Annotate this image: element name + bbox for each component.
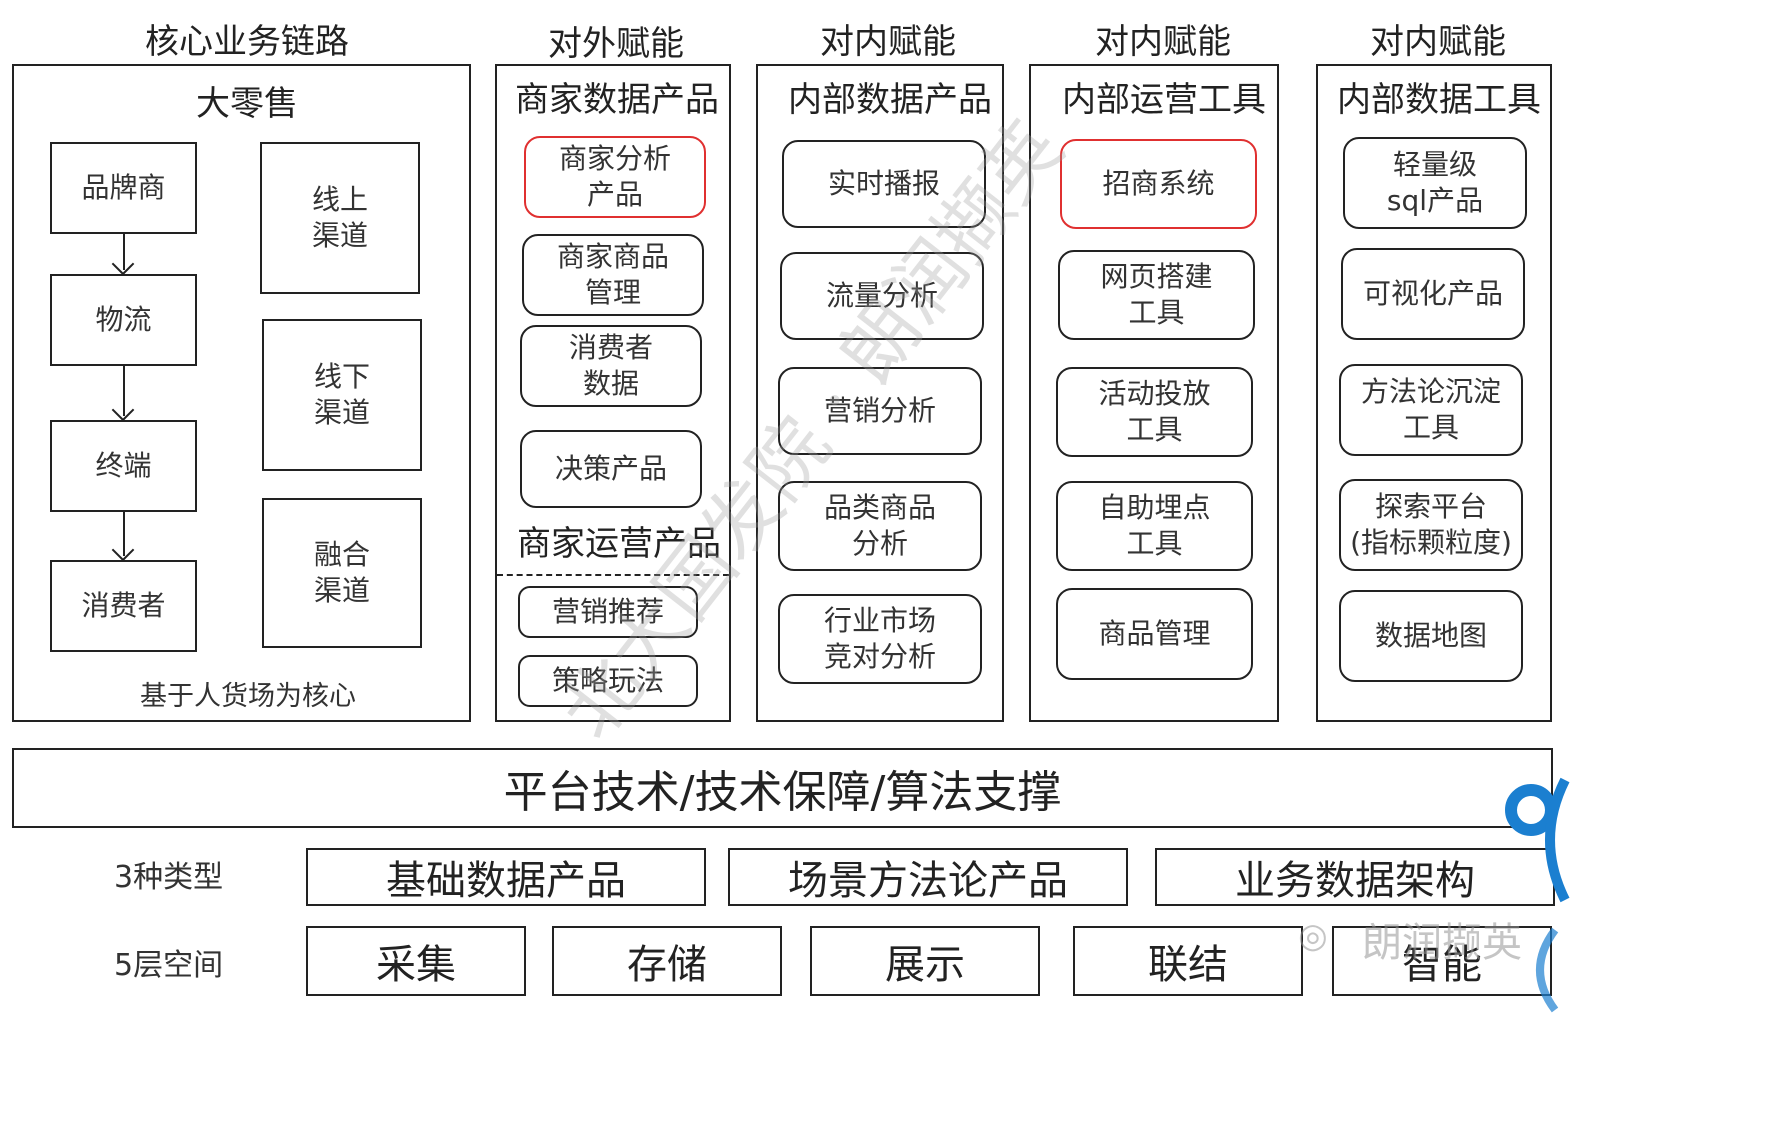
- tools-data-map: 数据地图: [1339, 590, 1523, 682]
- retail-caption: 基于人货场为核心: [140, 681, 356, 712]
- wechat-icon: ◎: [1298, 916, 1328, 956]
- merchant-consumer-data: 消费者 数据: [520, 325, 702, 407]
- type-basic-data-product: 基础数据产品: [306, 848, 706, 906]
- ops-tracking-tool: 自助埋点 工具: [1056, 481, 1253, 571]
- retail-title: 大零售: [196, 84, 298, 124]
- type-scenario-methodology-product: 场景方法论产品: [728, 848, 1128, 906]
- layer-display: 展示: [810, 926, 1040, 996]
- layer-intelligence: 智能: [1332, 926, 1552, 996]
- layer-store: 存储: [552, 926, 782, 996]
- chain-logistics: 物流: [50, 274, 197, 366]
- ops-webpage-builder: 网页搭建 工具: [1058, 250, 1255, 340]
- internal-industry-analysis: 行业市场 竞对分析: [778, 594, 982, 684]
- ops-campaign-tool: 活动投放 工具: [1056, 367, 1253, 457]
- header-internal-enablement-3: 对内赋能: [1370, 22, 1506, 62]
- types-label: 3种类型: [114, 860, 224, 895]
- internal-data-title: 内部数据产品: [788, 80, 992, 120]
- merchant-decision-product: 决策产品: [520, 430, 702, 508]
- merchant-ops-title: 商家运营产品: [517, 524, 721, 564]
- layer-connect: 联结: [1073, 926, 1303, 996]
- chain-consumer: 消费者: [50, 560, 197, 652]
- internal-marketing-analysis: 营销分析: [778, 367, 982, 455]
- tools-methodology: 方法论沉淀 工具: [1339, 364, 1523, 456]
- merchant-marketing-recommend: 营销推荐: [518, 586, 698, 638]
- channel-omni: 融合 渠道: [262, 498, 422, 648]
- channel-offline: 线下 渠道: [262, 319, 422, 471]
- platform-bar: 平台技术/技术保障/算法支撑: [12, 748, 1553, 828]
- header-internal-enablement-1: 对内赋能: [820, 22, 956, 62]
- merchant-strategy-play: 策略玩法: [518, 655, 698, 707]
- internal-traffic-analysis: 流量分析: [780, 252, 984, 340]
- internal-tools-title: 内部数据工具: [1337, 80, 1541, 120]
- arrow-terminal-consumer: [123, 512, 125, 556]
- merchant-analysis-product: 商家分析 产品: [524, 136, 706, 218]
- tools-exploration-platform: 探索平台 (指标颗粒度): [1339, 479, 1523, 571]
- header-core-business-chain: 核心业务链路: [145, 22, 349, 62]
- merchant-divider: [497, 574, 729, 576]
- logo-fragment-icon: [1505, 777, 1570, 1013]
- arrow-brand-logistics: [123, 234, 125, 270]
- internal-ops-title: 内部运营工具: [1062, 80, 1266, 120]
- merchant-goods-management: 商家商品 管理: [522, 234, 704, 316]
- type-business-data-architecture: 业务数据架构: [1155, 848, 1555, 906]
- layer-collect: 采集: [306, 926, 526, 996]
- tools-visualization: 可视化产品: [1341, 248, 1525, 340]
- ops-goods-management: 商品管理: [1056, 588, 1253, 680]
- channel-online: 线上 渠道: [260, 142, 420, 294]
- ops-merchant-recruit-system: 招商系统: [1060, 139, 1257, 229]
- header-external-enablement: 对外赋能: [548, 24, 684, 64]
- watermark-bottom-right: 朗润撷英: [1362, 920, 1522, 966]
- internal-realtime-report: 实时播报: [782, 140, 986, 228]
- chain-brand: 品牌商: [50, 142, 197, 234]
- internal-category-analysis: 品类商品 分析: [778, 481, 982, 571]
- chain-terminal: 终端: [50, 420, 197, 512]
- arrow-logistics-terminal: [123, 366, 125, 416]
- header-internal-enablement-2: 对内赋能: [1095, 22, 1231, 62]
- layers-label: 5层空间: [114, 948, 224, 983]
- tools-light-sql: 轻量级 sql产品: [1343, 137, 1527, 229]
- merchant-title: 商家数据产品: [515, 80, 719, 120]
